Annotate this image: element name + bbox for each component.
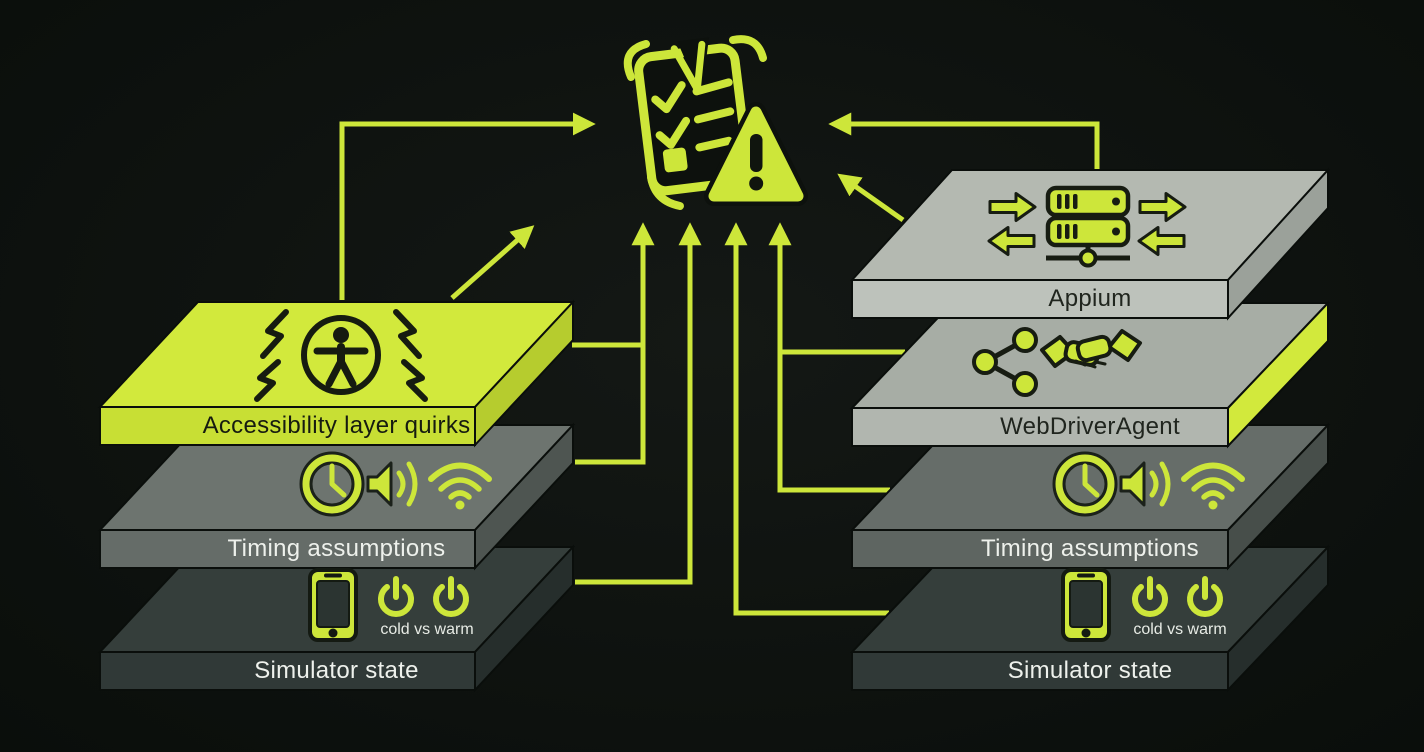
handshake-icon — [1040, 329, 1142, 369]
accessibility-icon — [301, 315, 381, 395]
checklist-sheet — [634, 37, 753, 196]
power-icon — [1132, 576, 1168, 617]
connector-left-simulator-up-arrow — [575, 222, 702, 585]
in-out-arrows-icon — [1137, 192, 1187, 256]
connector-right-diagonal-arrow — [837, 173, 905, 223]
connector-right-top-arrow — [828, 112, 1100, 170]
server-icon — [1045, 185, 1131, 268]
power-icon — [378, 576, 414, 617]
connector-right-simulator-up-arrow — [724, 222, 889, 616]
layer-slab-webdriveragent — [849, 300, 1331, 449]
connector-arrows — [339, 112, 1100, 616]
power-icon — [433, 576, 469, 617]
phone-icon — [308, 568, 358, 642]
clock-icon — [1052, 451, 1118, 517]
connector-left-diagonal-arrow — [450, 225, 535, 300]
connector-left-top-arrow — [339, 112, 596, 300]
in-out-arrows-icon — [987, 192, 1037, 256]
share-icon — [972, 327, 1038, 397]
wifi-icon — [428, 462, 492, 510]
checkmark-icon — [655, 116, 691, 149]
lightning-bolts-icon — [254, 309, 428, 402]
clock-icon — [299, 451, 365, 517]
wifi-icon — [1181, 462, 1245, 510]
checkmark-icon — [651, 81, 686, 114]
speaker-icon — [366, 461, 418, 507]
speaker-icon — [1119, 461, 1171, 507]
layer-slab-left-timing — [97, 422, 576, 571]
connector-right-timing-up-arrow — [768, 222, 890, 493]
power-icon — [1187, 576, 1223, 617]
connector-left-timing-up-arrow — [575, 222, 655, 465]
broken-checklist-warning-icon — [623, 35, 808, 210]
warning-triangle-icon — [704, 102, 808, 206]
phone-icon — [1061, 568, 1111, 642]
